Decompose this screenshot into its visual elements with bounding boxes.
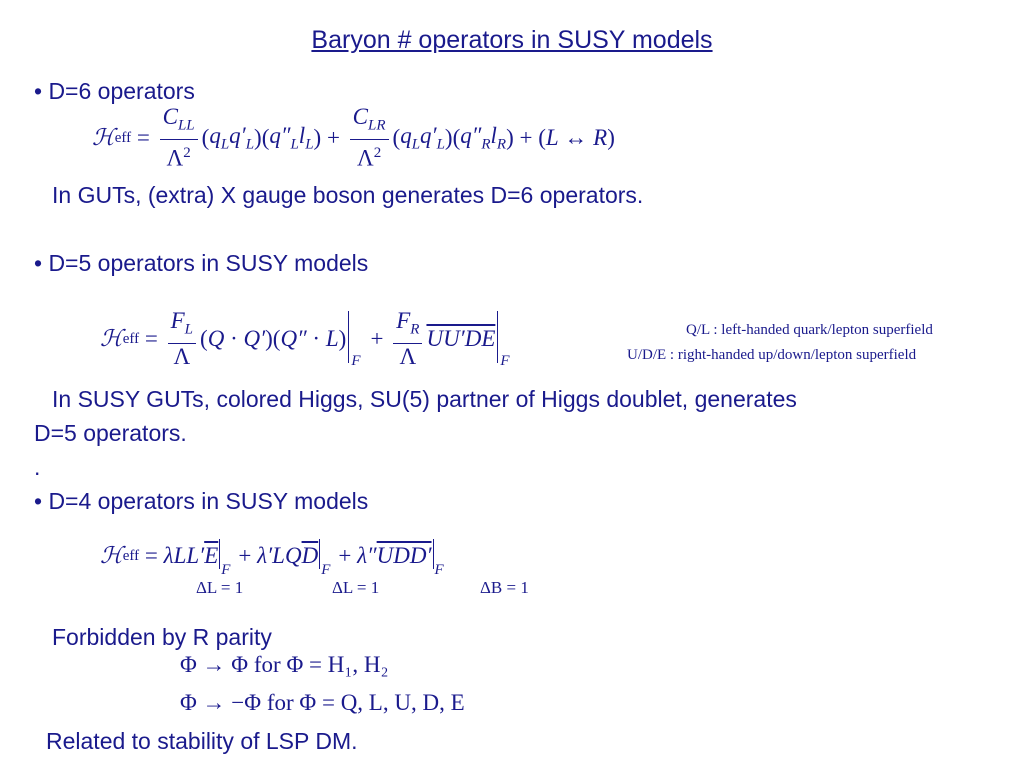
text-d5-line2: D=5 operators.: [34, 420, 187, 446]
r-parity-odd: Φ → −Φ for Φ = Q, L, U, D, E: [180, 690, 465, 715]
delta-b-1: ΔB = 1: [480, 578, 529, 597]
text-d5-line1: In SUSY GUTs, colored Higgs, SU(5) partn…: [52, 386, 797, 412]
bullet-d4: • D=4 operators in SUSY models: [34, 488, 369, 514]
bullet-d5: • D=5 operators in SUSY models: [34, 250, 369, 276]
text-r-parity: Forbidden by R parity: [52, 624, 272, 650]
note-left-handed: Q/L : left-handed quark/lepton superfiel…: [686, 322, 933, 338]
text-d6: In GUTs, (extra) X gauge boson generates…: [52, 182, 644, 208]
delta-l-1: ΔL = 1: [196, 578, 244, 597]
bullet-d6: • D=6 operators: [34, 78, 195, 104]
slide-title: Baryon # operators in SUSY models: [311, 26, 713, 54]
text-lsp: Related to stability of LSP DM.: [46, 728, 358, 754]
note-right-handed: U/D/E : right-handed up/down/lepton supe…: [627, 347, 917, 363]
delta-l-2: ΔL = 1: [332, 578, 380, 597]
r-parity-even: Φ → Φ for Φ = H₁, H₂: [180, 652, 389, 677]
dot: .: [34, 454, 41, 480]
